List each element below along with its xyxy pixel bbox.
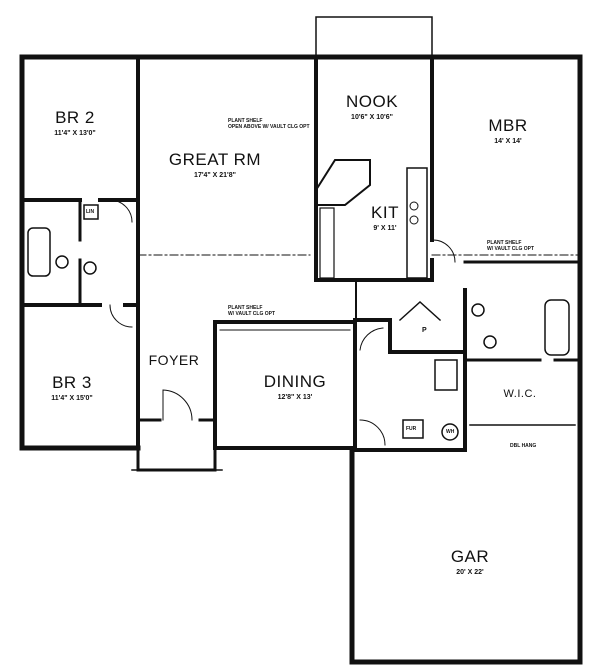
dbl-hang-label: DBL HANG: [510, 443, 537, 449]
room-name: BR 3: [52, 373, 92, 392]
water-heater-label: WH: [446, 429, 455, 435]
room-dims: 17'4" X 21'8": [194, 172, 236, 179]
room-name: GREAT RM: [168, 150, 262, 169]
note-line: OPEN ABOVE W/ VAULT CLG OPT: [228, 124, 310, 130]
room-name: W.I.C.: [503, 388, 537, 400]
room-br2: BR 2 11'4" X 13'0": [54, 108, 96, 137]
room-gar: GAR 20' X 22': [451, 547, 489, 576]
room-kit: KIT 9' X 11': [371, 203, 399, 232]
room-wic: W.I.C.: [504, 388, 537, 400]
note-line: PLANT SHELF: [228, 305, 263, 311]
room-dims: 11'4" X 15'0": [51, 395, 93, 402]
room-dims: 10'6" X 10'6": [351, 114, 393, 121]
room-name: FOYER: [148, 352, 200, 368]
note-line: PLANT SHELF: [228, 118, 263, 124]
pantry-label: P: [422, 327, 427, 334]
room-foyer: FOYER: [149, 352, 200, 368]
room-dims: 14' X 14': [494, 138, 522, 145]
room-great-rm: GREAT RM 17'4" X 21'8": [169, 150, 261, 179]
room-name: MBR: [488, 116, 528, 135]
room-dims: 9' X 11': [373, 225, 397, 232]
note-line: PLANT SHELF: [487, 240, 522, 246]
room-mbr: MBR 14' X 14': [488, 116, 527, 145]
room-br3: BR 3 11'4" X 15'0": [51, 373, 93, 402]
room-name: GAR: [450, 547, 490, 566]
room-name: NOOK: [345, 92, 399, 111]
room-dims: 11'4" X 13'0": [54, 130, 96, 137]
note-line: W/ VAULT CLG OPT: [487, 246, 535, 252]
note-line: W/ VAULT CLG OPT: [228, 311, 276, 317]
linen-label: LIN: [86, 209, 95, 215]
room-dining: DINING 12'8" X 13': [264, 372, 327, 401]
furnace-label: FUR: [406, 426, 417, 432]
room-dims: 20' X 22': [456, 569, 484, 576]
room-name: KIT: [371, 203, 399, 222]
room-name: BR 2: [55, 108, 95, 127]
room-name: DINING: [263, 372, 327, 391]
room-nook: NOOK 10'6" X 10'6": [346, 92, 398, 121]
room-dims: 12'8" X 13': [277, 394, 313, 401]
